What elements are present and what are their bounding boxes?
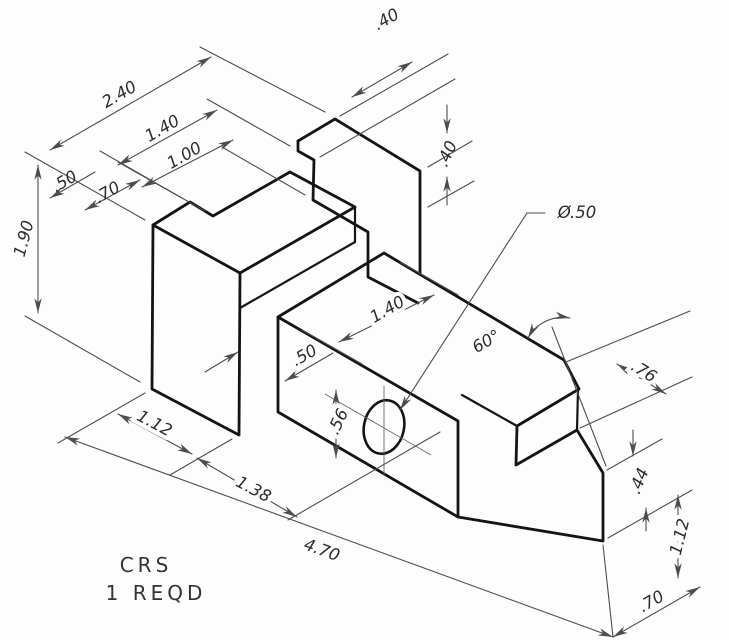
dim-label-top-100: 1.00 — [164, 138, 205, 173]
dim-label-right-offset: .70 — [635, 586, 667, 616]
dim-label-notch-height: .44 — [625, 465, 652, 496]
dimension-lines — [24, 46, 701, 638]
dim-label-front-offset: .50 — [288, 340, 320, 370]
dim-label-notch-width: .76 — [628, 356, 660, 386]
dim-label-top-50: .50 — [48, 166, 80, 196]
dim-label-face-width: 1.40 — [367, 292, 408, 327]
dim-label-step-height: .40 — [433, 138, 461, 170]
dimension-labels: 2.40 1.40 1.00 .50 .70 .40 .40 1.90 Ø.50… — [10, 4, 698, 620]
dim-label-overall-length: 4.70 — [301, 535, 342, 565]
material-note-block: CRS 1 REQD — [106, 553, 207, 605]
quantity-note: 1 REQD — [106, 581, 207, 605]
part-outline — [150, 117, 605, 543]
dim-label-top-70: .70 — [91, 177, 123, 207]
dim-label-overall-height: 1.90 — [10, 218, 38, 258]
hole-leader-line — [399, 212, 546, 411]
material-note: CRS — [120, 553, 173, 577]
dim-label-nose-angle: 60° — [469, 326, 504, 357]
dim-label-hole-diameter: Ø.50 — [557, 203, 597, 222]
dim-label-right-height: 1.12 — [666, 517, 693, 557]
dim-label-base-112: 1.12 — [134, 406, 175, 440]
dim-label-step-width: .40 — [370, 4, 402, 34]
dim-label-hole-center: .56 — [324, 406, 352, 438]
dim-label-overall-depth: 2.40 — [99, 77, 140, 112]
